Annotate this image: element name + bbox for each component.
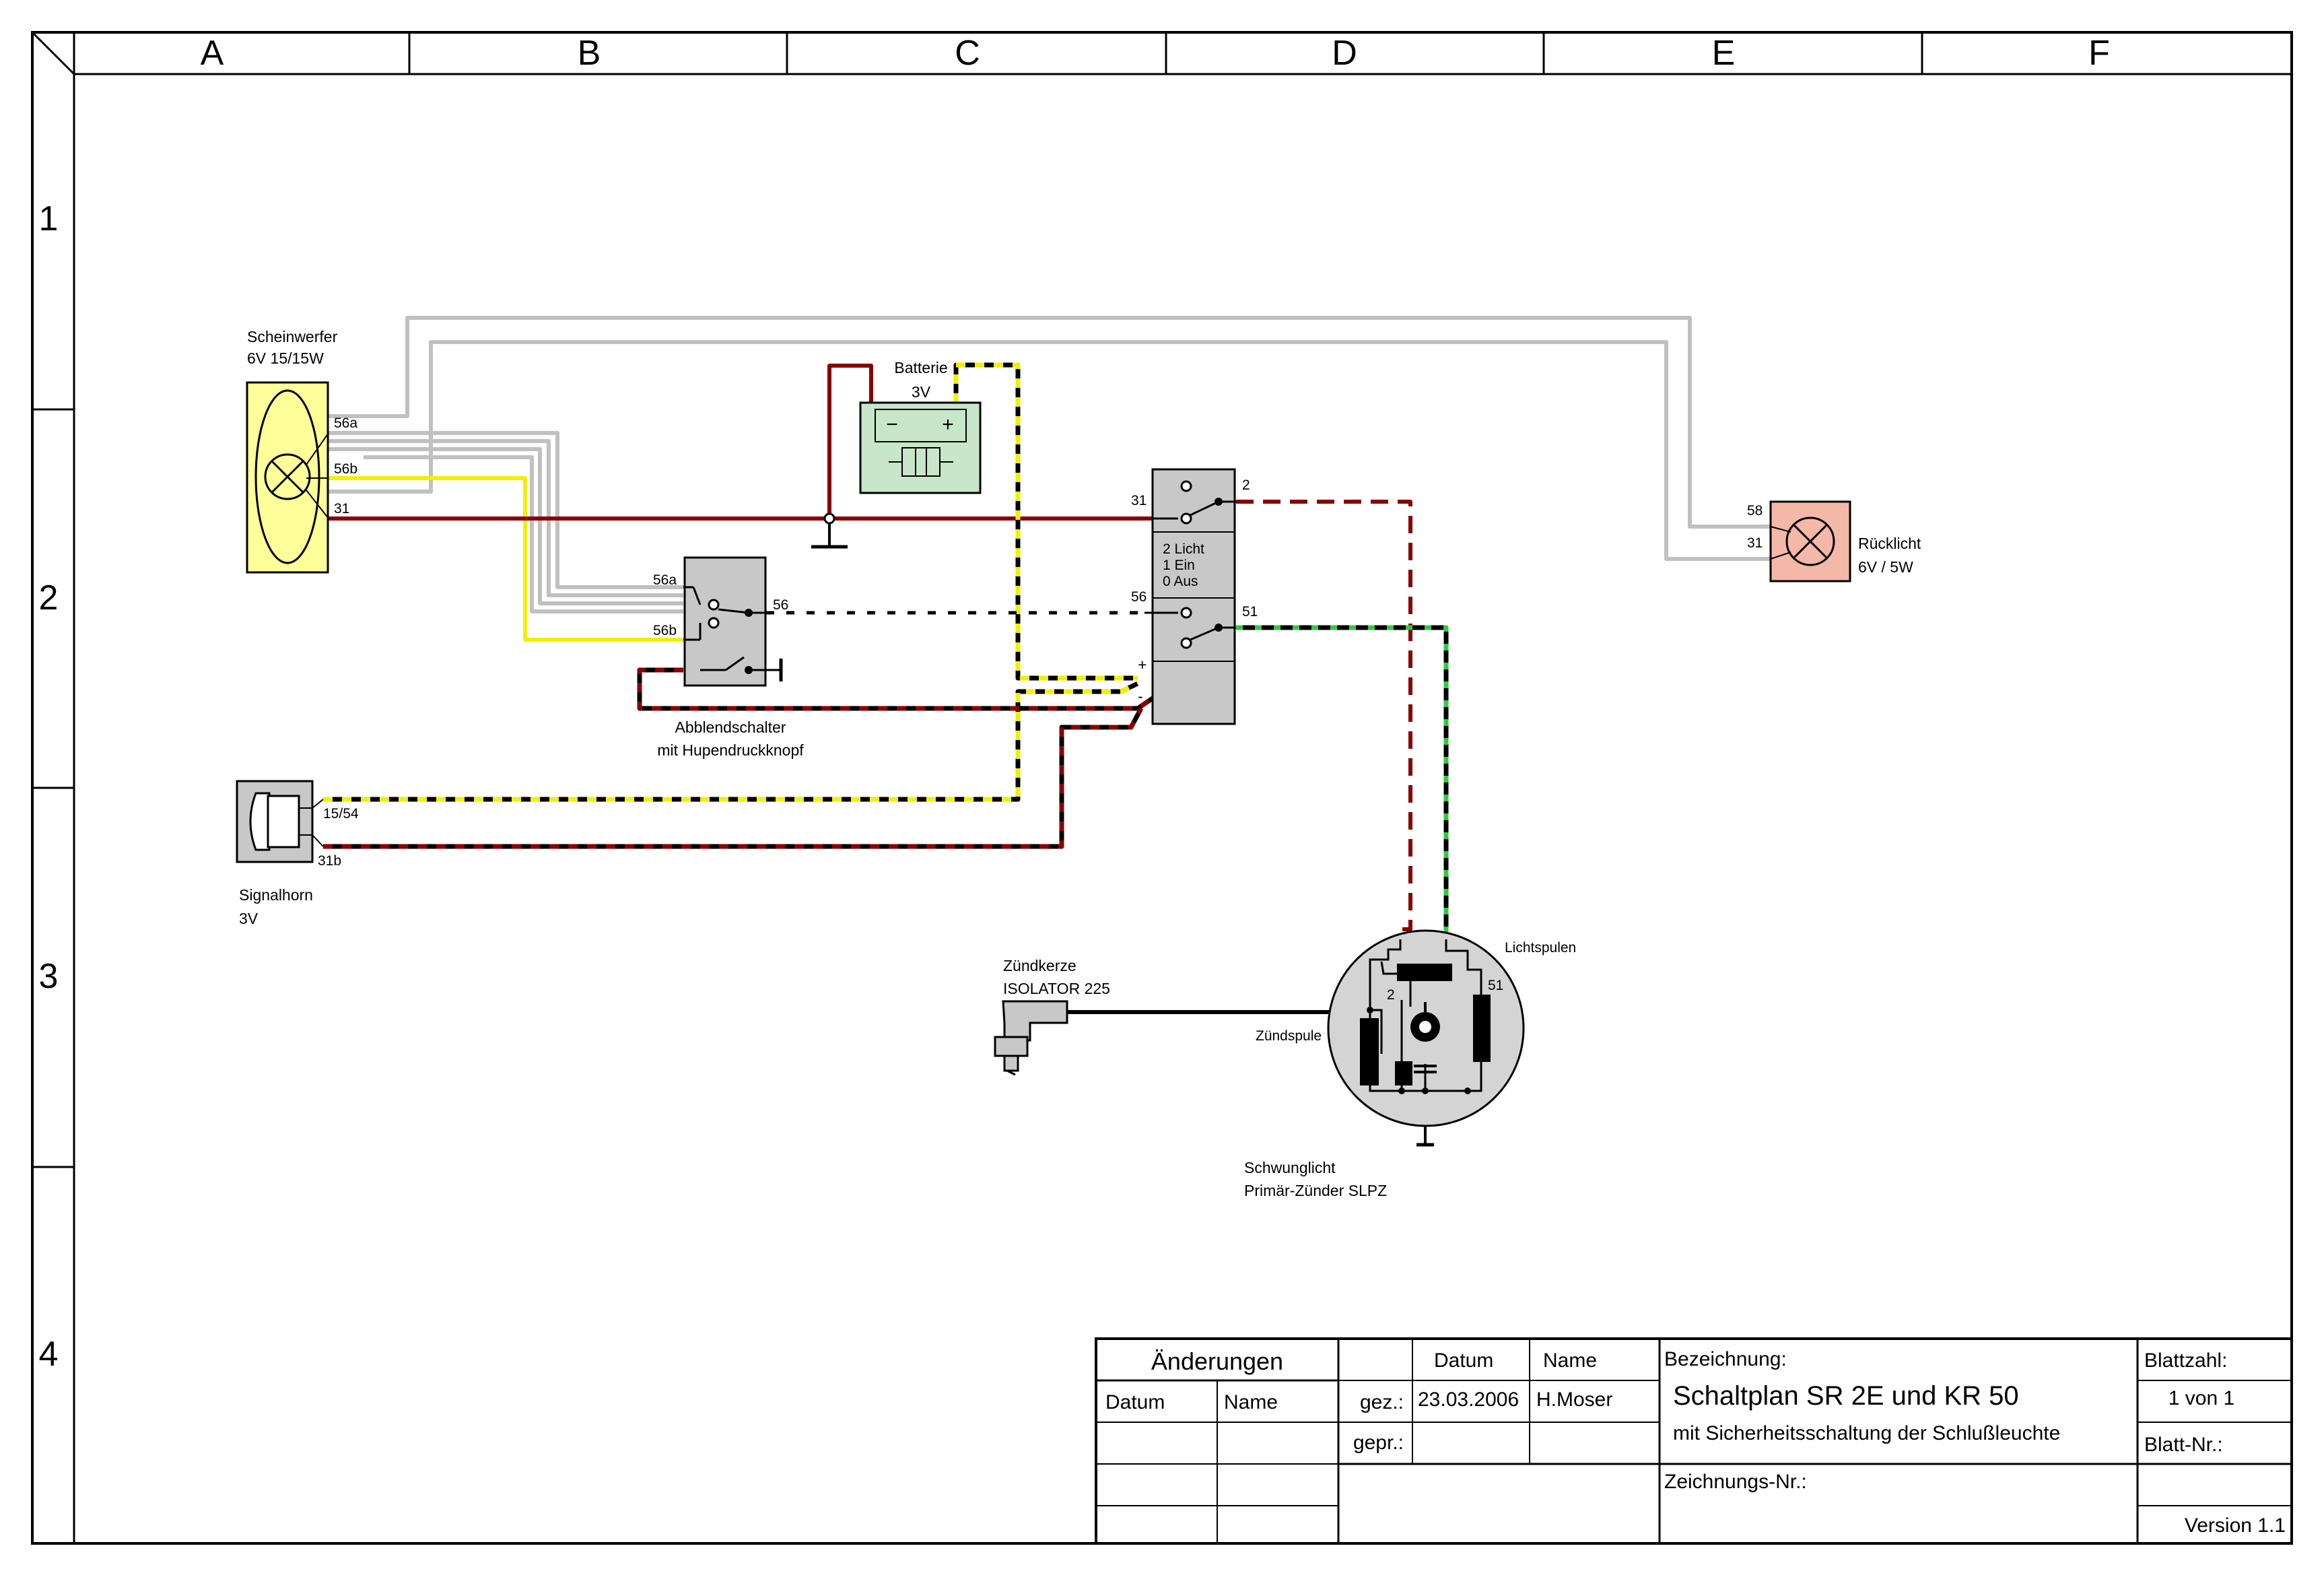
magneto-spec: Primär-Zünder SLPZ xyxy=(1244,1182,1387,1199)
magneto-name: Schwunglicht xyxy=(1244,1159,1336,1176)
switch-position-1: 1 Ein xyxy=(1163,558,1195,573)
switch-plus: + xyxy=(1138,656,1147,673)
taillight-spec: 6V / 5W xyxy=(1858,558,1913,576)
dimmer-pin-56: 56 xyxy=(773,597,788,613)
light-switch: 31 2 56 51 2 Licht 1 Ein 0 Aus + - xyxy=(1131,468,1258,725)
drawing-subtitle: mit Sicherheitsschaltung der Schlußleuch… xyxy=(1673,1422,2060,1444)
taillight-pin-31: 31 xyxy=(1747,535,1763,551)
wire-yellow-56b xyxy=(329,476,683,642)
drawn-date: 23.03.2006 xyxy=(1418,1389,1519,1411)
headlight-pin-56b: 56b xyxy=(334,461,357,477)
horn-spec: 3V xyxy=(239,910,259,927)
drawing-number-label: Zeichnungs-Nr.: xyxy=(1664,1471,1807,1493)
spark-plug: Zündkerze ISOLATOR 225 xyxy=(994,957,1110,1076)
column-label: B xyxy=(578,34,601,73)
magneto-pin-2: 2 xyxy=(1387,987,1395,1003)
row-label: 1 xyxy=(39,199,59,238)
wire-red-battery-minus xyxy=(827,364,873,519)
headlight-spec: 6V 15/15W xyxy=(247,349,324,367)
wire-switch-51 xyxy=(1236,625,1449,939)
sheets-label: Blattzahl: xyxy=(2144,1349,2227,1372)
headlight: Scheinwerfer 6V 15/15W 56a 56b 31 xyxy=(246,328,357,574)
changes-date-header: Datum xyxy=(1105,1391,1165,1413)
switch-minus: - xyxy=(1138,688,1143,705)
wires xyxy=(323,316,1771,1014)
headlight-pin-56a: 56a xyxy=(334,415,357,431)
grid-labels: A B C D E F 1 2 3 4 xyxy=(39,34,2110,1374)
column-label: F xyxy=(2088,34,2110,73)
spark-plug-name: Zündkerze xyxy=(1003,957,1076,974)
switch-pin-2: 2 xyxy=(1242,477,1250,493)
wire-battery-plus xyxy=(953,362,1138,681)
drawing-frame xyxy=(31,31,2293,1545)
wire-grey-taillight-31 xyxy=(329,340,1771,561)
dimmer-name: Abblendschalter xyxy=(675,718,786,736)
column-label: C xyxy=(955,34,980,73)
wire-grey-taillight-58 xyxy=(329,316,1771,529)
name-header: Name xyxy=(1543,1349,1597,1372)
switch-position-2: 2 Licht xyxy=(1163,541,1204,557)
designation-label: Bezeichnung: xyxy=(1664,1348,1787,1370)
title-block xyxy=(1095,1337,2293,1545)
horn: 15/54 31b Signalhorn 3V xyxy=(236,780,359,927)
sheets-value: 1 von 1 xyxy=(2168,1387,2234,1409)
drawn-label: gez.: xyxy=(1360,1391,1404,1413)
dimmer-spec: mit Hupendruckknopf xyxy=(657,741,804,759)
row-label: 4 xyxy=(39,1335,59,1374)
battery-name: Batterie xyxy=(894,359,947,376)
drawing-title: Schaltplan SR 2E und KR 50 xyxy=(1673,1381,2019,1411)
row-label: 2 xyxy=(39,578,59,617)
column-label: A xyxy=(201,34,224,73)
wire-grey-bundle-4 xyxy=(364,455,683,613)
horn-name: Signalhorn xyxy=(239,886,313,904)
drawn-name: H.Moser xyxy=(1536,1389,1612,1411)
wire-switch-2 xyxy=(1236,500,1412,939)
version-label: Version 1.1 xyxy=(2185,1514,2286,1537)
magneto-coils-label: Lichtspulen xyxy=(1505,940,1576,956)
dimmer-pin-56b: 56b xyxy=(653,623,677,638)
switch-position-0: 0 Aus xyxy=(1163,574,1198,589)
switch-pin-51: 51 xyxy=(1242,604,1258,620)
wire-grey-bundle-3 xyxy=(329,447,683,605)
switch-pin-31: 31 xyxy=(1131,493,1147,508)
taillight: 58 31 Rücklicht 6V / 5W xyxy=(1747,500,1921,582)
dimmer-switch: 56a 56b 56 Abblendschalter mit Hupendruc… xyxy=(653,556,804,759)
battery-minus: − xyxy=(886,413,898,436)
battery: − + Batterie 3V xyxy=(859,359,982,494)
magneto-pin-51: 51 xyxy=(1488,978,1503,993)
date-header: Datum xyxy=(1434,1349,1493,1372)
taillight-name: Rücklicht xyxy=(1858,535,1921,552)
sheet-number-label: Blatt-Nr.: xyxy=(2144,1434,2223,1456)
magneto: 2 51 Lichtspulen Zündspule Schwunglicht … xyxy=(1244,929,1576,1199)
column-label: E xyxy=(1712,34,1736,73)
title-block-text: Änderungen Datum Name Datum Name gez.: 2… xyxy=(1105,1347,2286,1537)
dimmer-pin-56a: 56a xyxy=(653,572,677,588)
column-label: D xyxy=(1332,34,1357,73)
checked-label: gepr.: xyxy=(1353,1432,1404,1454)
battery-spec: 3V xyxy=(912,383,931,401)
horn-pin-15-54: 15/54 xyxy=(323,806,359,822)
switch-pin-56: 56 xyxy=(1131,589,1147,605)
spark-plug-spec: ISOLATOR 225 xyxy=(1003,980,1110,997)
headlight-name: Scheinwerfer xyxy=(247,328,338,345)
changes-name-header: Name xyxy=(1224,1391,1278,1413)
wire-grey-bundle-1 xyxy=(329,431,683,589)
taillight-pin-58: 58 xyxy=(1747,503,1763,519)
horn-pin-31b: 31b xyxy=(318,853,341,869)
magneto-ignition-label: Zündspule xyxy=(1256,1028,1322,1044)
changes-header: Änderungen xyxy=(1151,1347,1283,1375)
battery-plus: + xyxy=(942,413,954,436)
headlight-pin-31: 31 xyxy=(334,501,349,516)
row-label: 3 xyxy=(39,957,59,996)
